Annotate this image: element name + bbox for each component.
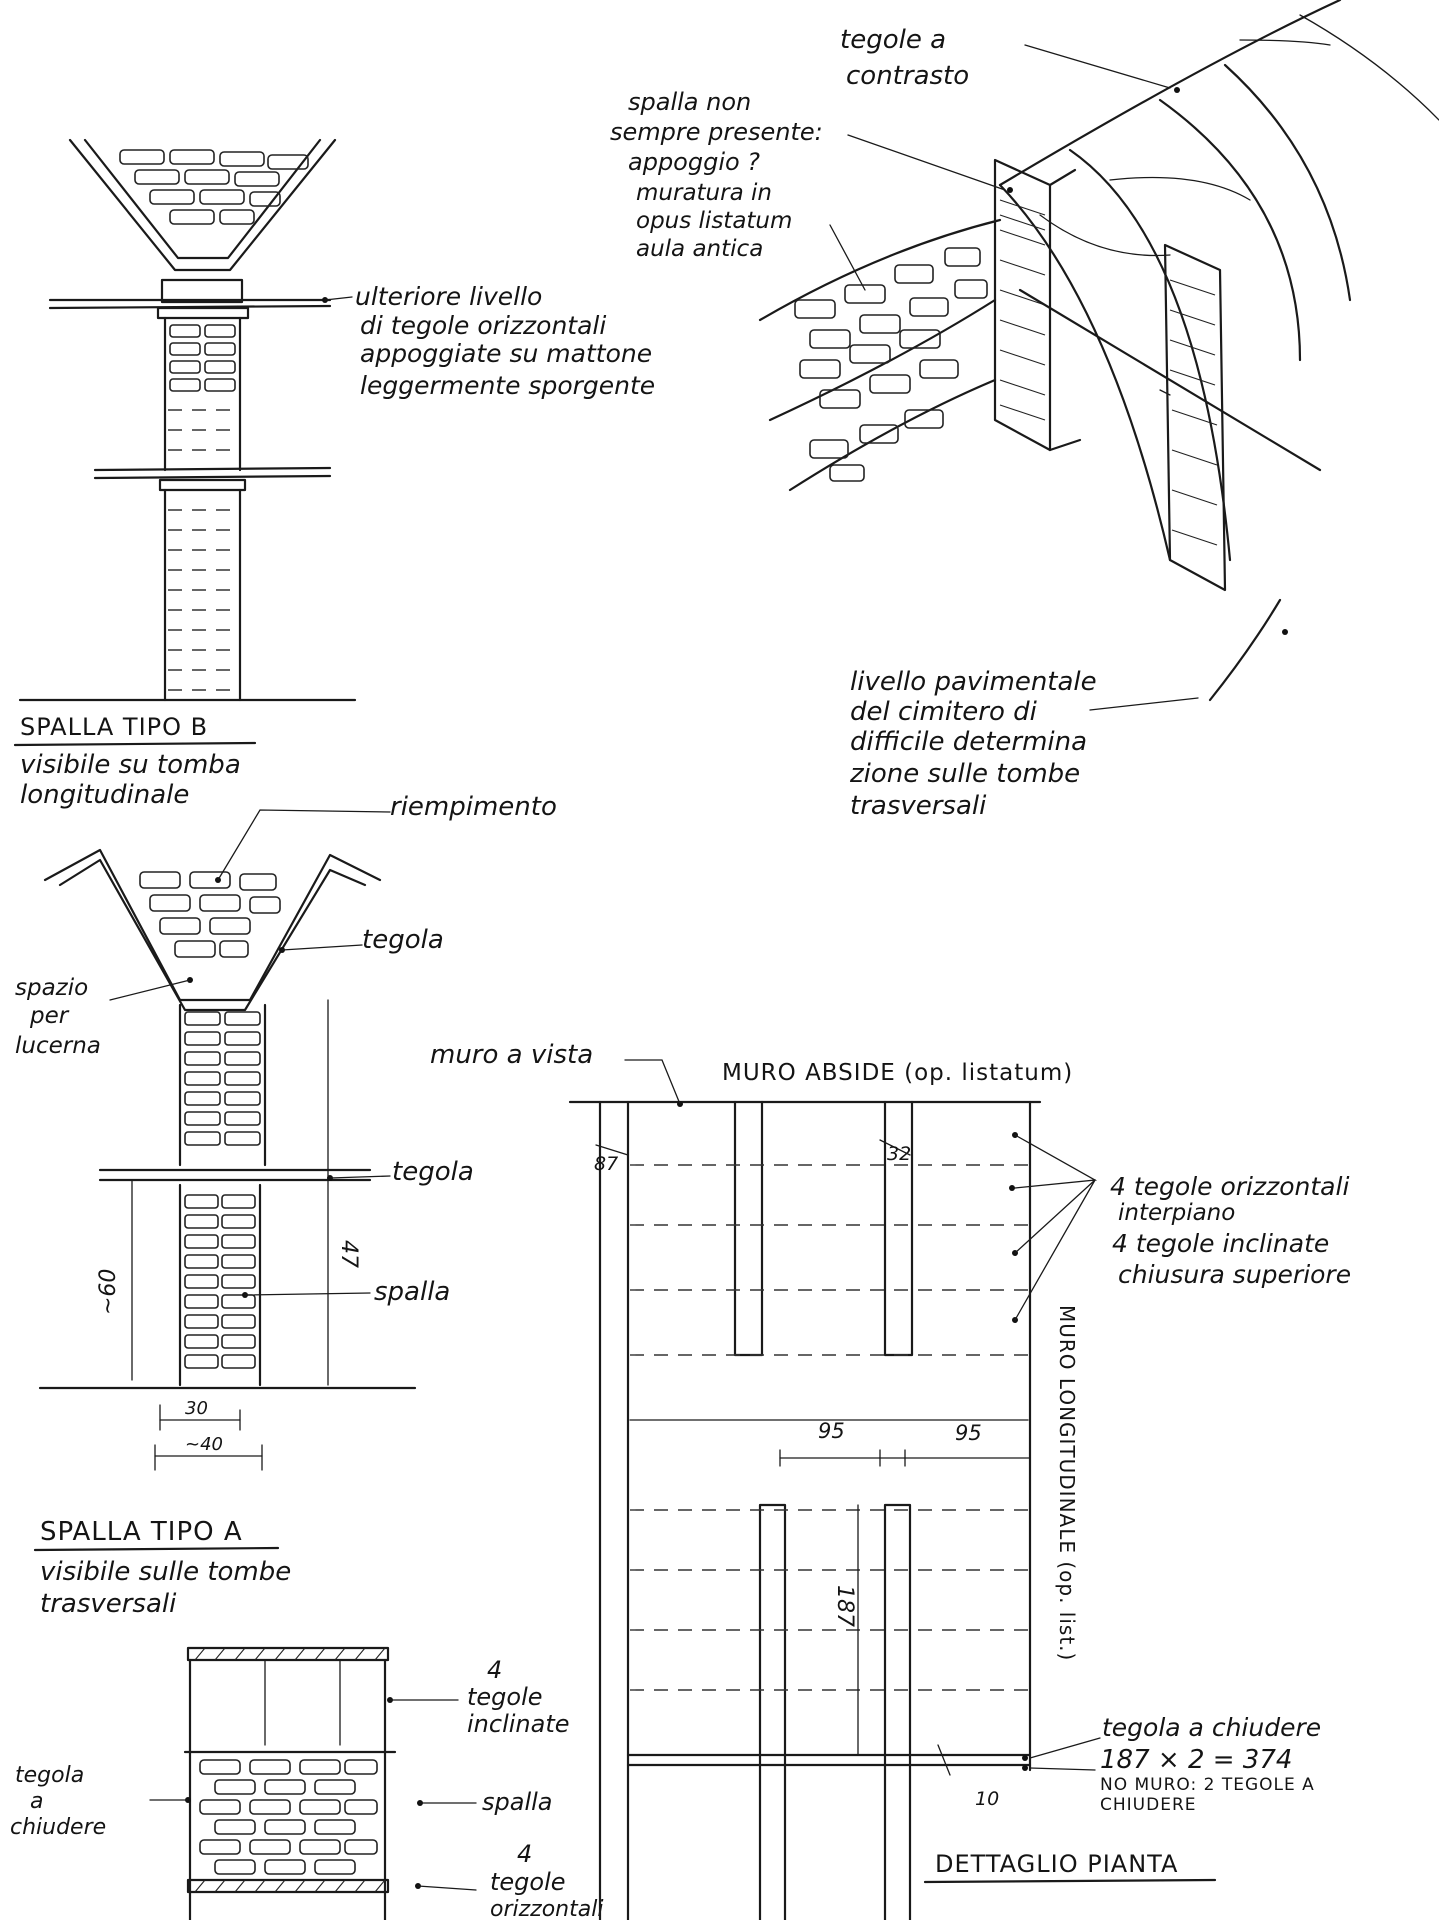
svg-text:tegole a: tegole a	[840, 25, 946, 55]
note-no-muro: NO MURO: 2 TEGOLE A CHIUDERE	[1100, 1775, 1315, 1815]
svg-text:muratura in: muratura in	[636, 180, 772, 206]
caption-spalla-tipo-a: SPALLA TIPO A	[40, 1517, 243, 1547]
label-4-tegole-inclinate: 4 tegole inclinate	[467, 1656, 570, 1738]
svg-text:tegole: tegole	[490, 1868, 566, 1896]
label-livello-pavimentale: livello pavimentale del cimitero di diff…	[849, 667, 1097, 821]
label-riempimento: riempimento	[390, 792, 557, 822]
svg-text:visibile sulle tombe: visibile sulle tombe	[40, 1557, 291, 1587]
svg-text:a: a	[30, 1789, 43, 1814]
svg-text:NO MURO: 2 TEGOLE A: NO MURO: 2 TEGOLE A	[1100, 1775, 1315, 1795]
svg-text:spazio: spazio	[15, 975, 88, 1001]
spalla-tipo-a-elevation	[38, 809, 417, 1471]
svg-text:appoggiate su mattone: appoggiate su mattone	[360, 339, 652, 368]
svg-text:tegole: tegole	[467, 1683, 543, 1711]
svg-text:ulteriore livello: ulteriore livello	[355, 282, 542, 311]
svg-text:opus listatum: opus listatum	[636, 208, 792, 234]
svg-text:orizzontali: orizzontali	[490, 1897, 603, 1920]
svg-text:4: 4	[517, 1840, 532, 1868]
dim-left-60: ~60	[96, 1269, 121, 1315]
svg-text:livello pavimentale: livello pavimentale	[850, 667, 1097, 697]
label-muro-longitudinale: MURO LONGITUDINALE (op. list.)	[1055, 1305, 1079, 1661]
subcaption-tipo-a: visibile sulle tombe trasversali	[40, 1557, 291, 1619]
svg-text:sempre presente:: sempre presente:	[610, 118, 823, 146]
label-tegole-contrasto: tegole a contrasto	[840, 25, 969, 91]
bottom-left-section-sketch	[149, 1646, 477, 1920]
dim-10: 10	[975, 1788, 999, 1810]
dim-32: 32	[887, 1143, 911, 1165]
spalla-tipo-b-elevation	[18, 138, 357, 702]
label-tegola-top: tegola	[362, 925, 444, 955]
svg-text:difficile determina: difficile determina	[850, 727, 1087, 757]
label-spazio-lucerna: spazio per lucerna	[15, 975, 101, 1059]
dim-95-right: 95	[955, 1421, 982, 1445]
label-muratura: muratura in opus listatum aula antica	[636, 180, 792, 262]
svg-text:del cimitero di: del cimitero di	[850, 697, 1038, 727]
svg-text:4 tegole orizzontali: 4 tegole orizzontali	[1110, 1172, 1349, 1201]
label-4-tegole-plan: 4 tegole orizzontali interpiano 4 tegole…	[1110, 1172, 1351, 1289]
caption-dettaglio-pianta: DETTAGLIO PIANTA	[935, 1850, 1178, 1878]
label-spalla-non-presente: spalla non sempre presente: appoggio ?	[610, 88, 823, 176]
svg-text:lucerna: lucerna	[15, 1033, 101, 1059]
dim-87: 87	[594, 1153, 618, 1175]
plan-detail-drawing	[568, 1059, 1101, 1920]
perspective-tomb-sketch	[758, 0, 1439, 702]
svg-text:4 tegole inclinate: 4 tegole inclinate	[1112, 1229, 1329, 1258]
svg-text:4: 4	[487, 1656, 502, 1684]
label-spalla-a: spalla	[374, 1277, 450, 1307]
svg-text:chiusura superiore: chiusura superiore	[1118, 1260, 1351, 1289]
label-tegola-chiudere-plan: tegola a chiudere	[1102, 1713, 1321, 1742]
dim-95-left: 95	[818, 1419, 845, 1443]
dim-187: 187	[832, 1585, 857, 1627]
label-tegola-mid: tegola	[392, 1157, 474, 1187]
svg-text:inclinate: inclinate	[467, 1710, 570, 1738]
dim-width-40: ~40	[185, 1434, 223, 1455]
svg-text:visibile su tomba: visibile su tomba	[20, 750, 241, 780]
label-spalla-bottom: spalla	[482, 1788, 553, 1816]
svg-text:appoggio ?: appoggio ?	[628, 148, 760, 176]
label-muro-a-vista: muro a vista	[430, 1040, 593, 1070]
label-tegola-a-chiudere-left: tegola a chiudere	[10, 1763, 106, 1840]
svg-text:interpiano: interpiano	[1118, 1200, 1235, 1226]
svg-text:zione sulle tombe: zione sulle tombe	[849, 759, 1080, 789]
svg-text:di tegole orizzontali: di tegole orizzontali	[360, 311, 606, 340]
svg-text:per: per	[29, 1003, 70, 1029]
label-ulteriore-livello: ulteriore livello di tegole orizzontali …	[355, 282, 655, 400]
svg-text:CHIUDERE: CHIUDERE	[1100, 1795, 1197, 1815]
svg-text:aula antica: aula antica	[636, 236, 763, 262]
calc-187x2: 187 × 2 = 374	[1100, 1745, 1292, 1775]
svg-text:contrasto: contrasto	[846, 61, 969, 91]
caption-spalla-tipo-b: SPALLA TIPO B	[20, 713, 208, 741]
subcaption-tipo-b: visibile su tomba longitudinale	[20, 750, 241, 810]
svg-text:spalla non: spalla non	[628, 88, 751, 116]
svg-text:chiudere: chiudere	[10, 1815, 106, 1840]
svg-text:longitudinale: longitudinale	[20, 780, 189, 810]
svg-text:leggermente sporgente: leggermente sporgente	[360, 371, 655, 400]
label-4-tegole-orizzontali: 4 tegole orizzontali	[490, 1840, 603, 1920]
svg-text:tegola: tegola	[15, 1763, 84, 1788]
dim-right-47: 47	[336, 1240, 361, 1268]
svg-text:trasversali: trasversali	[850, 791, 987, 821]
dim-width-30: 30	[185, 1398, 208, 1419]
svg-text:trasversali: trasversali	[40, 1589, 177, 1619]
title-muro-abside: MURO ABSIDE (op. listatum)	[722, 1060, 1073, 1086]
